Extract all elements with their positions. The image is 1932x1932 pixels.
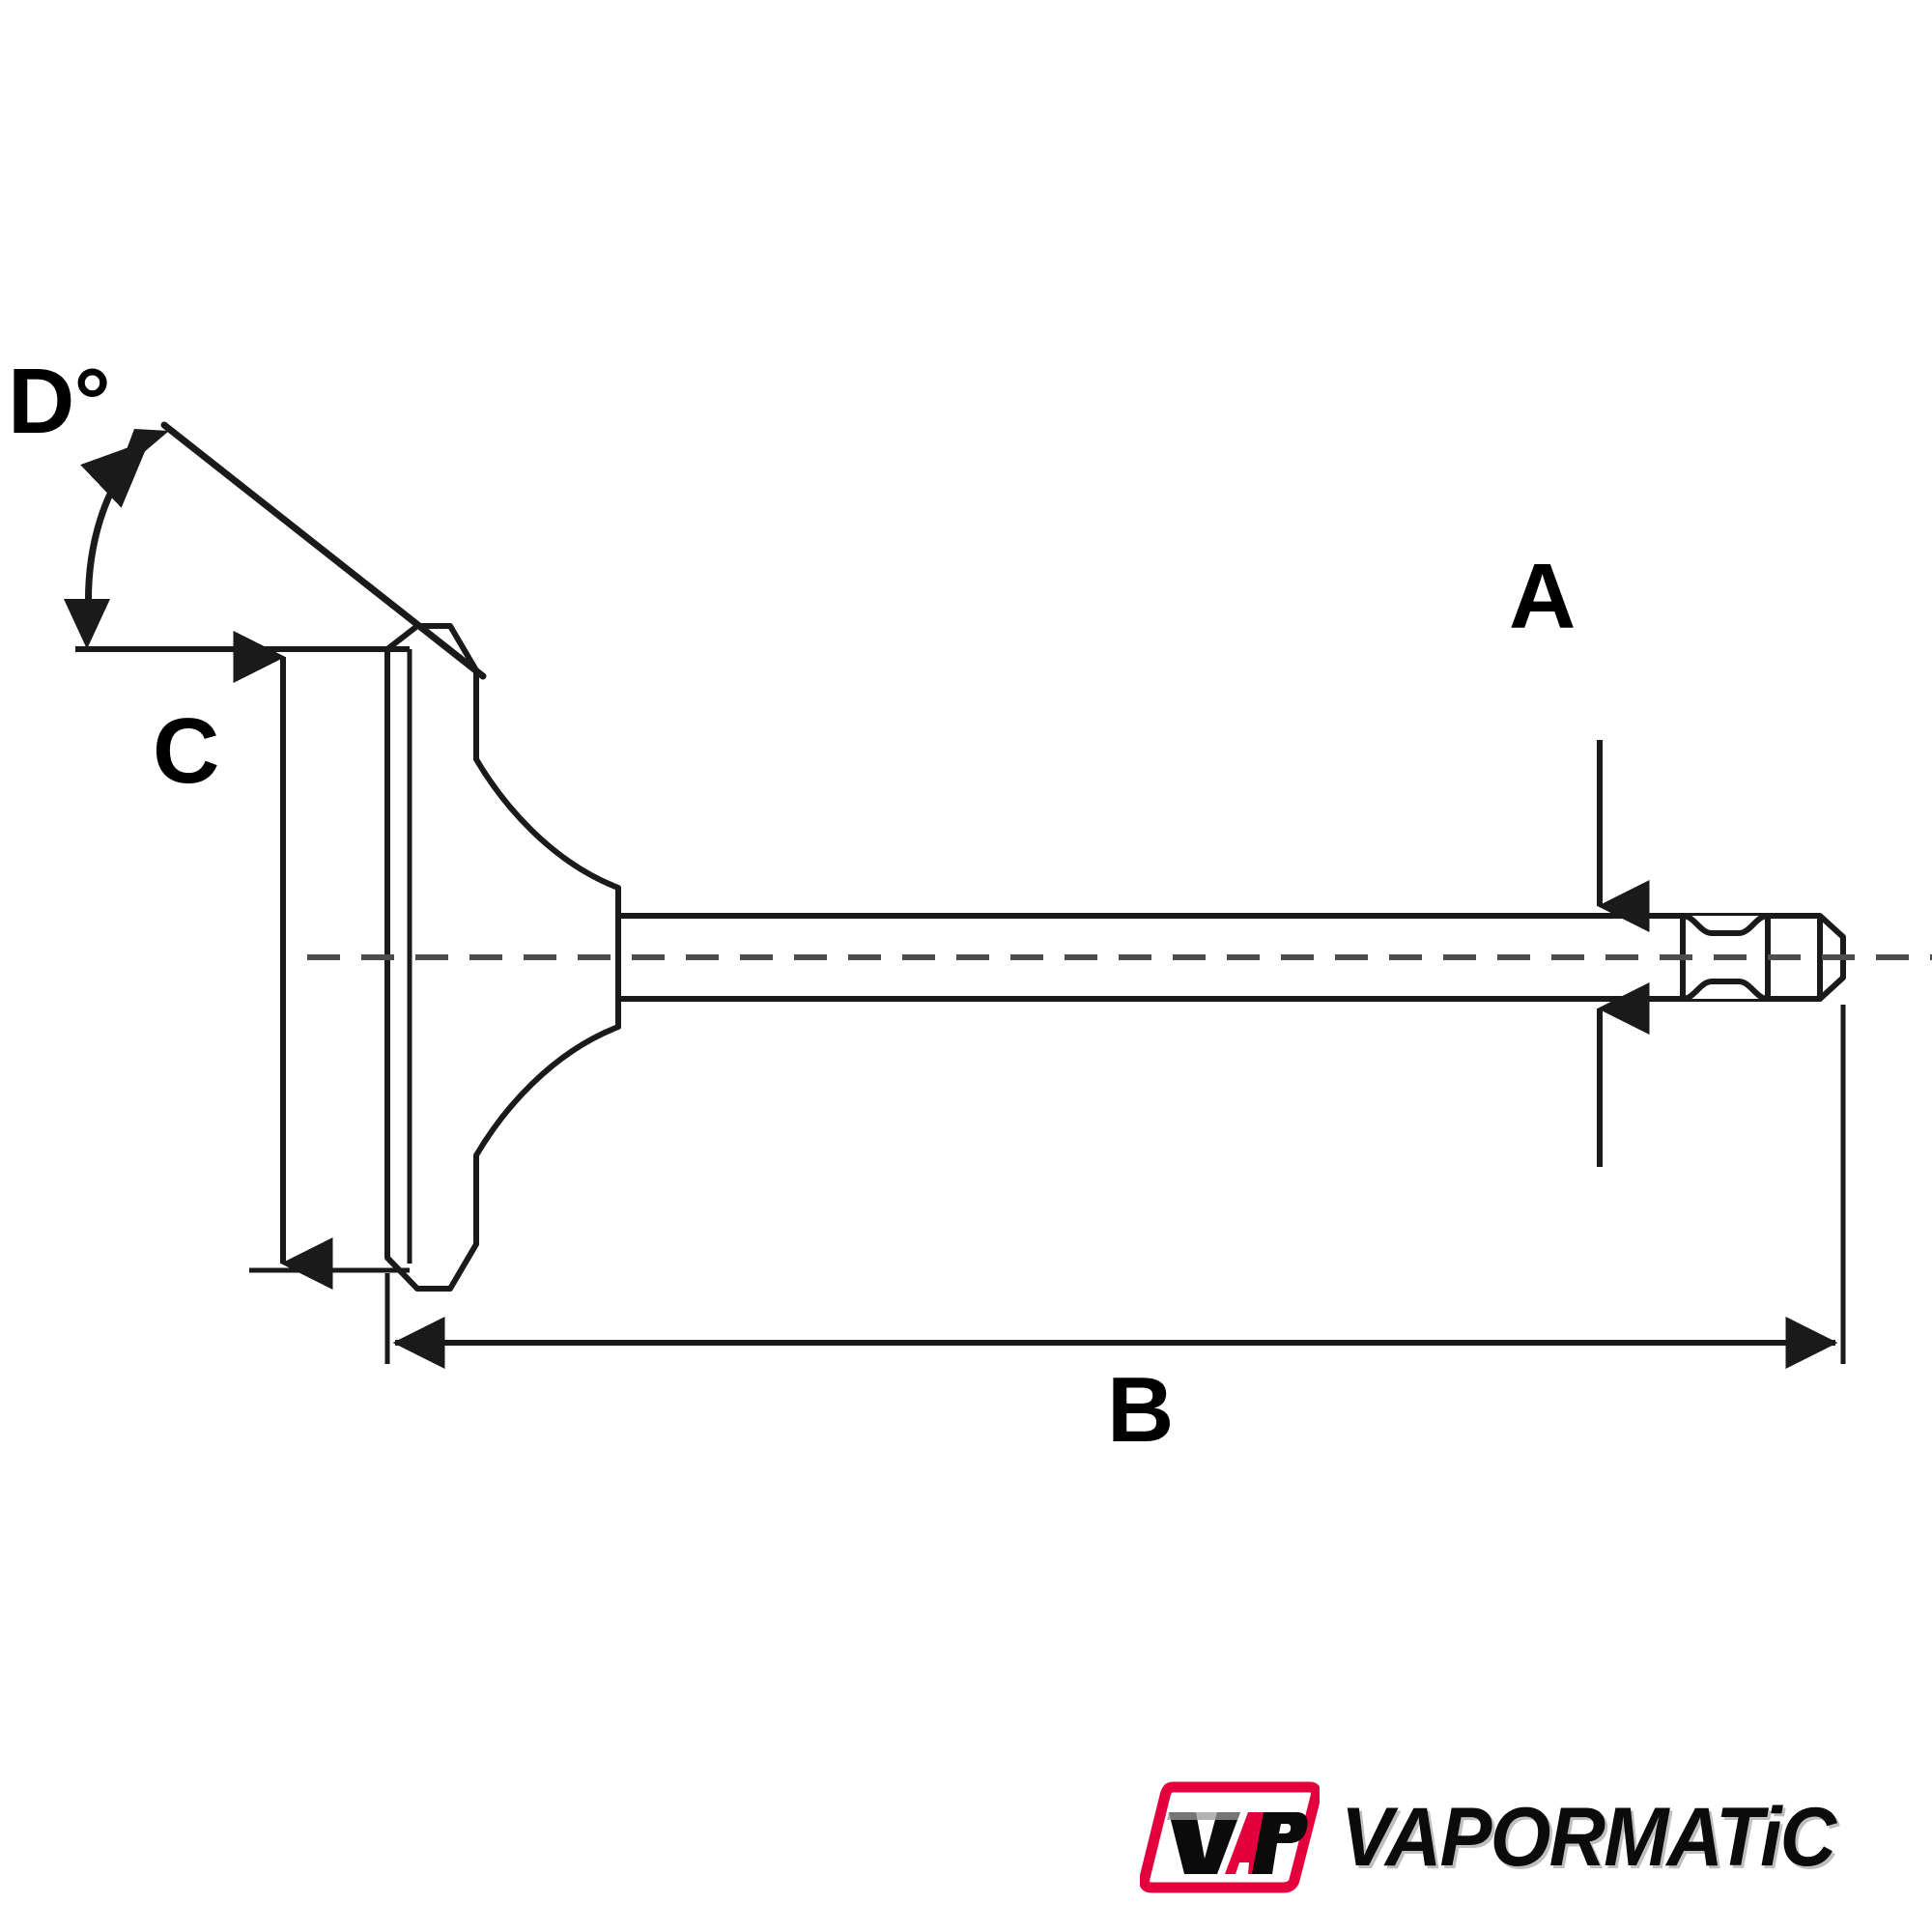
vap-badge-icon bbox=[1140, 1777, 1320, 1897]
angle-arc-arrow-upper bbox=[117, 429, 169, 475]
angle-projection-line bbox=[160, 421, 487, 680]
keeper-groove-lower bbox=[1680, 979, 1771, 1002]
dimension-label-D: D° bbox=[8, 350, 111, 453]
dimension-C-head-diameter bbox=[233, 631, 410, 1290]
valve-body bbox=[384, 623, 1846, 1292]
angle-arc bbox=[80, 440, 151, 619]
vapormatic-wordmark: VAPORMATiC bbox=[1341, 1791, 1836, 1884]
vapormatic-logo: VAPORMATiC bbox=[1140, 1770, 1903, 1905]
dimension-label-A: A bbox=[1509, 545, 1577, 648]
keeper-groove-upper bbox=[1680, 913, 1771, 936]
dimension-B-overall-length bbox=[384, 1005, 1846, 1369]
dimension-label-B: B bbox=[1107, 1358, 1175, 1462]
valve-outline bbox=[384, 623, 1846, 1292]
dimension-label-C: C bbox=[153, 699, 220, 803]
angle-arc-arrow-lower bbox=[64, 599, 110, 649]
